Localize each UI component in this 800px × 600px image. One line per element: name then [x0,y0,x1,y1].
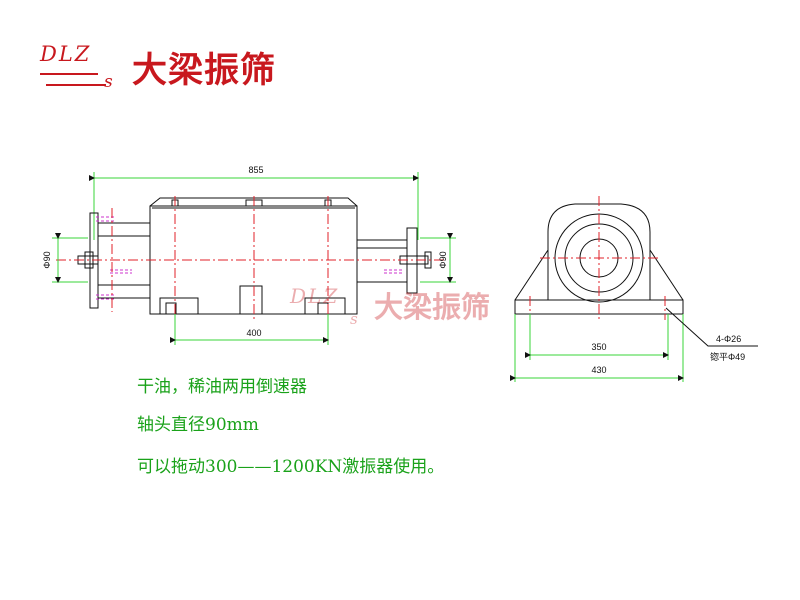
brand-logo: DLZ s 大梁振筛 [40,42,310,102]
watermark-company-name: 大梁振筛 [374,290,491,324]
dim-shaft-right: Φ90 [438,251,448,268]
note-shaft-diameter: 轴头直径90mm [137,415,259,435]
end-view [510,196,758,382]
dim-total-length: 855 [248,165,263,175]
dim-shaft-left: Φ90 [42,251,52,268]
dim-spot-face: 锪平Φ49 [710,351,745,362]
logo-letters: DLZ [40,42,92,66]
watermark-logo: DLZ s 大梁振筛 [290,284,530,334]
watermark-sub-letter: s [350,310,358,328]
dim-base-inner: 350 [591,342,606,352]
dim-base-outer: 430 [591,365,606,375]
logo-company-name: 大梁振筛 [132,51,277,91]
logo-underline [46,84,106,86]
watermark-letters: DLZ [290,284,340,308]
logo-underline [40,73,98,75]
dim-foot-span: 400 [246,328,261,338]
note-capacity: 可以拖动300——1200KN激振器使用。 [137,457,445,477]
dim-bolt-holes: 4-Φ26 [716,334,741,344]
leader-line [665,307,758,347]
end-housing [547,203,651,250]
logo-sub-letter: s [104,72,113,92]
side-view [52,172,456,345]
note-lubrication: 干油，稀油两用倒速器 [137,377,307,397]
